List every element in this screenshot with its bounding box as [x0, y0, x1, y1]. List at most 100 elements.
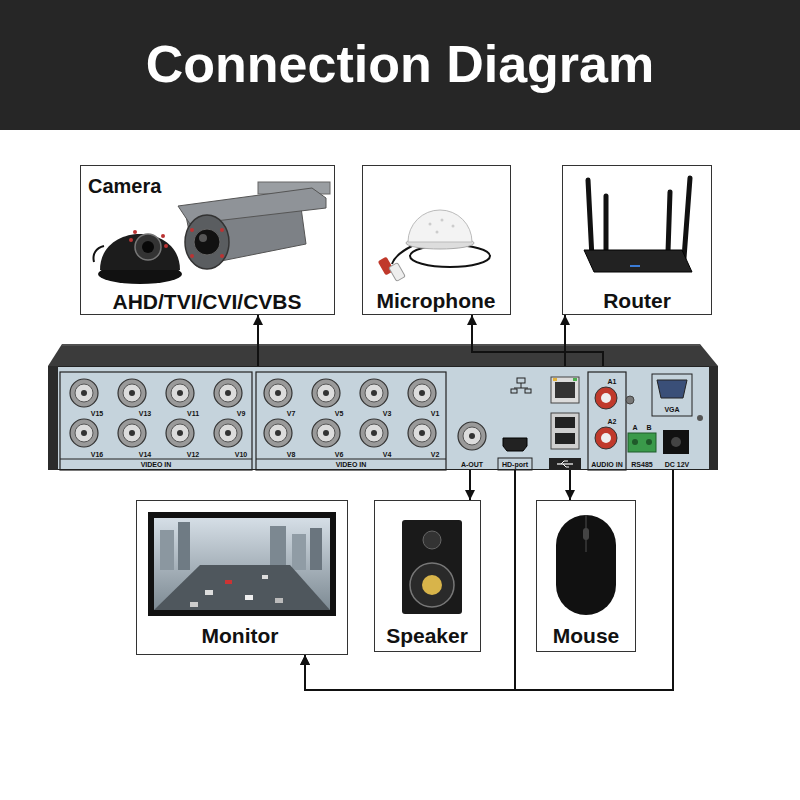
building — [310, 528, 322, 570]
rj45-socket — [555, 382, 575, 398]
group-divider — [256, 459, 446, 460]
scroll-wheel — [583, 528, 589, 540]
group-divider — [60, 459, 252, 460]
port-label: RS485 — [631, 461, 652, 468]
icon-part — [517, 378, 525, 383]
bnc-connector — [312, 419, 340, 447]
icon-plate — [549, 458, 581, 470]
dome-camera — [93, 230, 182, 284]
device-label: Monitor — [202, 625, 279, 646]
device-box: Monitor — [136, 500, 348, 655]
connector — [565, 470, 575, 500]
ir-led — [220, 254, 224, 258]
monitor-illustration — [148, 512, 336, 616]
ir-led — [161, 234, 165, 238]
ir-led — [190, 254, 194, 258]
bnc-connector — [214, 379, 242, 407]
bnc-connector — [408, 379, 436, 407]
camera-dome — [100, 234, 180, 270]
bnc-connector — [166, 379, 194, 407]
device-box: Speaker — [374, 500, 481, 652]
dvr-end-cap — [709, 366, 718, 470]
building — [178, 522, 190, 570]
rj45-port — [551, 377, 579, 403]
port-label: HD-port — [502, 461, 528, 468]
building — [270, 526, 286, 570]
vent-hole — [697, 415, 703, 421]
bnc-connector — [70, 419, 98, 447]
car — [245, 595, 253, 600]
port-label: V8 — [287, 451, 296, 458]
connector-line — [469, 470, 471, 500]
speaker-illustration — [402, 520, 462, 614]
lens-face — [185, 215, 229, 269]
vga-frame — [652, 374, 692, 416]
road — [154, 565, 330, 610]
port-label: A1 — [608, 378, 617, 385]
icon-part — [525, 389, 531, 393]
connector — [253, 315, 263, 366]
arrow-head — [300, 655, 310, 665]
mic-dome — [408, 210, 472, 242]
connector — [465, 470, 475, 500]
speaker-cabinet — [402, 520, 462, 614]
terminal-screw — [632, 439, 638, 445]
port-label: A2 — [608, 418, 617, 425]
port-label: V16 — [91, 451, 103, 458]
usb-ports — [551, 413, 579, 449]
port-label: V10 — [235, 451, 247, 458]
antenna — [684, 178, 690, 258]
audio-group-outline — [588, 372, 626, 470]
port-label: AUDIO IN — [591, 461, 623, 468]
device-box: Microphone — [362, 165, 511, 315]
port-label: V7 — [287, 410, 296, 417]
mic-dimple — [436, 231, 439, 234]
microphone-illustration — [378, 210, 490, 281]
port-label: V9 — [237, 410, 246, 417]
mic-cable — [392, 246, 412, 264]
device-box: Router — [562, 165, 712, 315]
bnc-connector — [214, 419, 242, 447]
port-label: DC 12V — [665, 461, 690, 468]
bnc-connector — [118, 419, 146, 447]
port-led — [553, 378, 557, 381]
port-label: V3 — [383, 410, 392, 417]
connector-line — [257, 315, 259, 366]
arrow-head — [560, 315, 570, 325]
lens-glint — [199, 234, 207, 242]
rca-jack-core — [601, 393, 611, 403]
camera-lens — [135, 234, 161, 260]
mount-plate — [258, 182, 330, 194]
camera-body — [186, 200, 306, 266]
car — [225, 580, 232, 584]
mouse-body — [556, 515, 616, 615]
device-box: CameraAHD/TVI/CVI/CVBS — [80, 165, 335, 315]
bnc-connector — [166, 419, 194, 447]
antenna — [588, 180, 592, 258]
car — [190, 602, 198, 607]
usb-slot — [555, 433, 575, 444]
mic-base — [406, 237, 474, 249]
icon-part — [521, 383, 522, 388]
rca-plug-red — [378, 257, 395, 276]
bullet-camera — [178, 182, 330, 269]
rs485-terminal — [628, 433, 656, 452]
building — [292, 534, 306, 570]
mount-arm — [276, 192, 302, 208]
monitor-frame — [148, 512, 336, 616]
vga-port — [657, 380, 687, 398]
camera-lens — [194, 229, 220, 255]
device-label: Mouse — [553, 625, 620, 646]
video-group-outline — [256, 372, 446, 470]
dc-jack-core — [671, 437, 681, 447]
dvr-housing — [48, 344, 718, 470]
ir-led — [190, 228, 194, 232]
camera-lens-core — [142, 241, 154, 253]
mouse-illustration — [556, 515, 616, 615]
car — [205, 590, 213, 595]
port-led — [573, 378, 577, 381]
port-label: V5 — [335, 410, 344, 417]
camera-cable — [93, 246, 104, 262]
device-label: Router — [603, 290, 671, 311]
